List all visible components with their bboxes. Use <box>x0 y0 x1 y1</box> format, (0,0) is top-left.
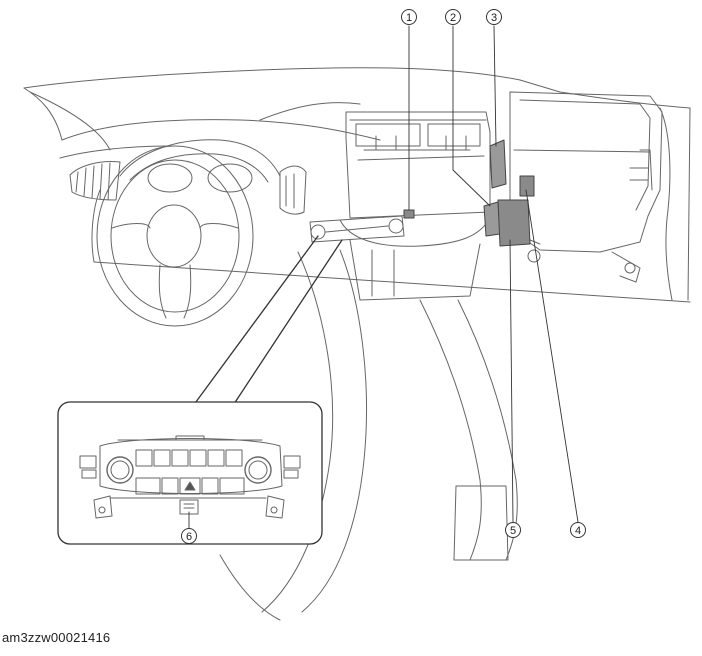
left-air-vent <box>69 161 121 201</box>
steering-wheel <box>96 145 254 327</box>
heater-unit <box>339 111 491 301</box>
control-panel-on-dash <box>309 215 405 243</box>
callout-5: 5 <box>505 522 521 538</box>
callout-6: 6 <box>181 528 197 544</box>
center-floor-duct <box>219 249 518 621</box>
component-4-sensor <box>519 175 535 197</box>
component-5-control-module <box>497 199 531 247</box>
inset-control-panel <box>57 401 323 545</box>
callout-2: 2 <box>445 9 461 25</box>
callout-1-label: 1 <box>406 12 412 24</box>
center-air-vent <box>279 165 307 215</box>
callout-6-label: 6 <box>186 531 192 543</box>
component-1-sensor <box>403 209 415 219</box>
component-3-actuator <box>489 139 507 189</box>
zoom-leader-lines <box>189 235 343 411</box>
callout-2-label: 2 <box>450 12 456 24</box>
figure-caption: am3zzw00021416 <box>2 630 111 645</box>
callout-5-label: 5 <box>510 525 516 537</box>
dashboard-outline <box>23 67 691 303</box>
callout-1: 1 <box>401 9 417 25</box>
callout-leaders <box>188 25 579 529</box>
callout-4-label: 4 <box>575 525 581 537</box>
callout-4: 4 <box>570 522 586 538</box>
callout-3: 3 <box>486 9 502 25</box>
callout-3-label: 3 <box>491 12 497 24</box>
component-2-actuator <box>483 201 501 237</box>
instrument-cluster <box>119 139 281 193</box>
